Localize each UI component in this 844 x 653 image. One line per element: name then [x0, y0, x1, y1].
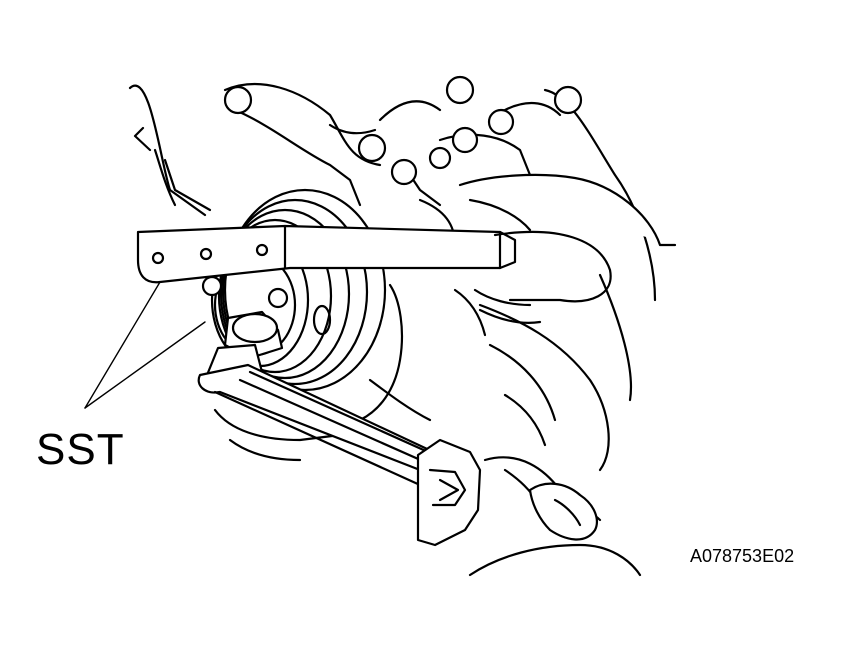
lower-hand-illustration [468, 456, 642, 577]
figure-code: A078753E02 [690, 546, 795, 566]
wrench-handle [416, 438, 482, 547]
holding-bar-tool [136, 224, 517, 284]
callout-leaders [84, 281, 206, 409]
socket-wrench-tool [197, 310, 442, 487]
sst-callout-label: SST [36, 425, 125, 474]
engine-bolts [223, 75, 583, 186]
hand-illustration [458, 173, 677, 324]
